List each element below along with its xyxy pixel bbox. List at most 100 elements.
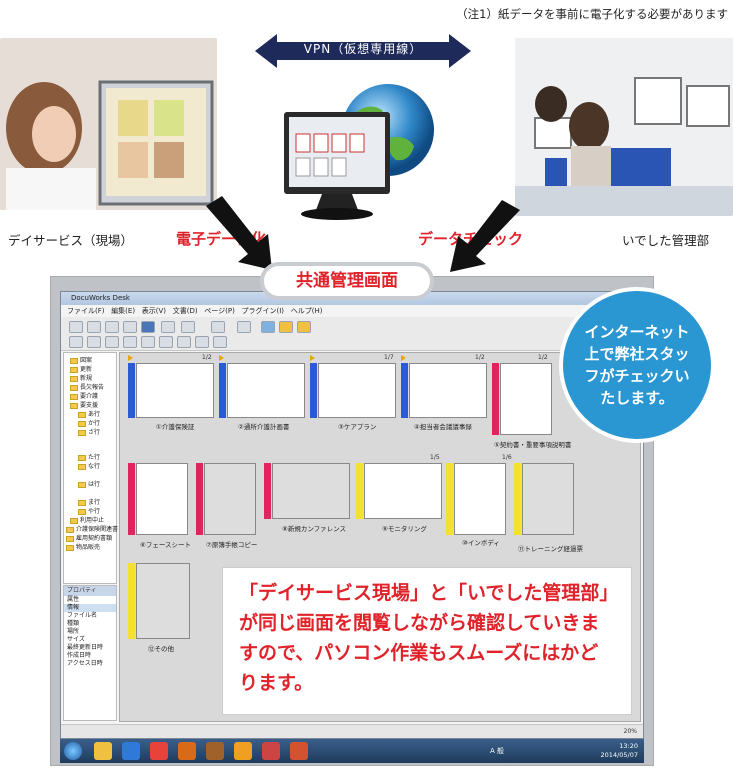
clock-date: 2014/05/07 xyxy=(600,751,638,759)
doc-thumbnail[interactable] xyxy=(227,363,305,418)
tree-item[interactable]: 利用中止 xyxy=(70,516,104,525)
start-icon[interactable] xyxy=(64,742,82,760)
tree-item[interactable]: た行 xyxy=(78,453,100,462)
menu-help[interactable]: ヘルプ(H) xyxy=(290,307,323,315)
tool-icon[interactable] xyxy=(195,336,209,348)
tool-icon[interactable] xyxy=(69,321,83,333)
arrow-left-icon[interactable] xyxy=(261,321,275,333)
menu-edit[interactable]: 編集(E) xyxy=(111,307,136,315)
tool-icon[interactable] xyxy=(177,336,191,348)
tree-item[interactable]: や行 xyxy=(78,507,100,516)
prop-row: アクセス日時 xyxy=(67,660,103,667)
menu-page[interactable]: ページ(P) xyxy=(204,307,235,315)
page-count: 1/5 xyxy=(430,454,440,461)
menu-file[interactable]: ファイル(F) xyxy=(67,307,105,315)
folder-icon xyxy=(78,481,86,488)
prop-row: 作成日時 xyxy=(67,652,92,659)
tool-icon[interactable] xyxy=(87,321,101,333)
folder-icon xyxy=(70,517,78,524)
tool-icon[interactable] xyxy=(69,336,83,348)
tree-item[interactable]: 長欠報告 xyxy=(70,383,104,392)
vpn-double-arrow xyxy=(255,34,471,68)
powerpoint-icon[interactable] xyxy=(290,742,308,760)
tree-item[interactable]: 図案 xyxy=(70,356,92,365)
tree-item[interactable]: 更新 xyxy=(70,365,92,374)
tool-icon[interactable] xyxy=(211,321,225,333)
media-player-icon[interactable] xyxy=(178,742,196,760)
outlook-icon[interactable] xyxy=(234,742,252,760)
doc-spine xyxy=(128,563,135,639)
tool-icon[interactable] xyxy=(237,321,251,333)
tool-icon[interactable] xyxy=(105,336,119,348)
prop-row: 場所 xyxy=(67,628,80,635)
tool-icon[interactable] xyxy=(105,321,119,333)
docuworks-icon[interactable] xyxy=(262,742,280,760)
video-icon[interactable] xyxy=(206,742,224,760)
tree-item[interactable]: か行 xyxy=(78,419,100,428)
doc-thumbnail[interactable] xyxy=(318,363,396,418)
folder-icon[interactable] xyxy=(297,321,311,333)
doc-thumbnail[interactable] xyxy=(409,363,487,418)
tool-icon[interactable] xyxy=(87,336,101,348)
folder-icon xyxy=(70,375,78,382)
prop-row: 種類 xyxy=(67,620,80,627)
doc-thumbnail[interactable] xyxy=(136,463,188,535)
tool-icon[interactable] xyxy=(141,321,155,333)
windows-taskbar: A 般 13:20 2014/05/07 xyxy=(60,739,644,763)
clock: 13:20 2014/05/07 xyxy=(601,742,638,760)
tree-item[interactable]: 要介護 xyxy=(70,392,98,401)
zoom-level: 20% xyxy=(623,728,637,735)
tree-item[interactable]: な行 xyxy=(78,462,100,471)
doc-thumbnail[interactable] xyxy=(136,363,214,418)
doc-spine xyxy=(356,463,363,519)
arrow-right-icon[interactable] xyxy=(279,321,293,333)
menu-view[interactable]: 表示(V) xyxy=(141,307,167,315)
menu-plugin[interactable]: プラグイン(I) xyxy=(241,307,285,315)
doc-label: ⑤契約書・重要事項説明書 xyxy=(494,441,572,449)
menu-bar: ファイル(F) 編集(E) 表示(V) 文書(D) ページ(P) プラグイン(I… xyxy=(61,305,643,317)
folder-icon xyxy=(78,429,86,436)
doc-thumbnail[interactable] xyxy=(204,463,256,535)
tree-item[interactable]: 物品販売 xyxy=(66,543,100,552)
menu-document[interactable]: 文書(D) xyxy=(172,307,198,315)
binoculars-icon[interactable] xyxy=(161,321,175,333)
grid-icon[interactable] xyxy=(181,321,195,333)
chrome-icon[interactable] xyxy=(150,742,168,760)
tool-icon[interactable] xyxy=(123,321,137,333)
doc-thumbnail[interactable] xyxy=(364,463,442,519)
doc-thumbnail[interactable] xyxy=(500,363,552,435)
page-count: 1/2 xyxy=(475,354,485,361)
tool-icon[interactable] xyxy=(141,336,155,348)
tree-item[interactable]: 新規 xyxy=(70,374,92,383)
tree-item[interactable]: ま行 xyxy=(78,498,100,507)
doc-thumbnail[interactable] xyxy=(272,463,350,519)
doc-thumbnail[interactable] xyxy=(522,463,574,535)
doc-label: ①介護保険証 xyxy=(156,423,195,431)
prop-row[interactable]: 情報 xyxy=(64,604,116,612)
toolbar xyxy=(61,317,643,351)
label-data-check: データチェック xyxy=(418,230,524,248)
page-count: 1/2 xyxy=(538,354,548,361)
play-icon xyxy=(310,355,315,361)
doc-thumbnail[interactable] xyxy=(136,563,190,639)
tool-icon[interactable] xyxy=(159,336,173,348)
tree-item[interactable]: 雇用契約書類 xyxy=(66,534,112,543)
monitor-globe-illustration xyxy=(284,84,434,220)
tree-item[interactable]: さ行 xyxy=(78,428,100,437)
doc-label: ⑨モニタリング xyxy=(382,525,427,533)
browser-icon[interactable] xyxy=(122,742,140,760)
tool-icon[interactable] xyxy=(123,336,137,348)
language-indicator[interactable]: A 般 xyxy=(490,747,505,755)
tree-item[interactable]: 介護保険関連書 xyxy=(66,525,118,534)
tree-item[interactable]: 要支援 xyxy=(70,401,98,410)
doc-label: ⑦原簿手帳コピー xyxy=(206,541,258,549)
tree-item[interactable]: あ行 xyxy=(78,410,100,419)
folder-icon[interactable] xyxy=(94,742,112,760)
folder-icon xyxy=(70,366,78,373)
doc-spine xyxy=(446,463,453,535)
folder-icon xyxy=(78,454,86,461)
tree-item[interactable]: は行 xyxy=(78,480,100,489)
doc-thumbnail[interactable] xyxy=(454,463,506,535)
tool-icon[interactable] xyxy=(213,336,227,348)
doc-spine xyxy=(196,463,203,535)
